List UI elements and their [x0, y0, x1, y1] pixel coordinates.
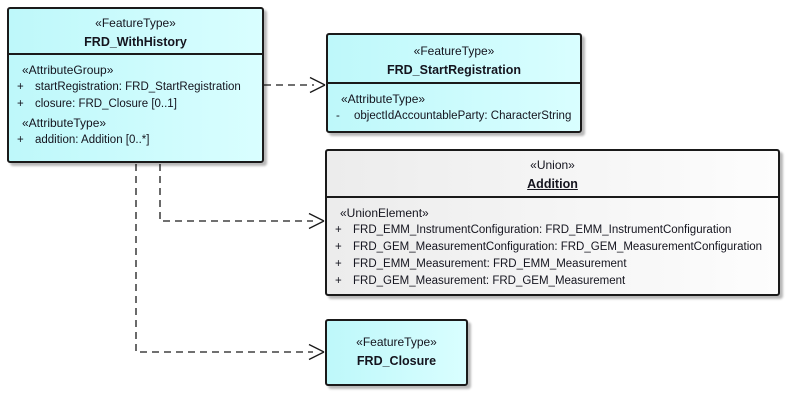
class-box-frd-closure: «FeatureType» FRD_Closure — [325, 319, 468, 386]
visibility-marker: + — [335, 258, 342, 270]
attribute-row: + FRD_GEM_MeasurementConfiguration: FRD_… — [327, 239, 778, 256]
attributes-compartment: «AttributeType» - objectIdAccountablePar… — [328, 84, 580, 125]
attribute-text: FRD_GEM_Measurement: FRD_GEM_Measurement — [353, 275, 626, 287]
class-box-addition: «Union» Addition «UnionElement» + FRD_EM… — [325, 149, 780, 296]
attribute-text: FRD_EMM_InstrumentConfiguration: FRD_EMM… — [353, 224, 732, 236]
class-stereotype: «Union» — [530, 158, 575, 172]
attribute-row: + FRD_GEM_Measurement: FRD_GEM_Measureme… — [327, 273, 778, 290]
attribute-text: FRD_EMM_Measurement: FRD_EMM_Measurement — [353, 258, 627, 270]
attribute-row: + addition: Addition [0..*] — [9, 132, 262, 149]
dependency-arrow-addition — [159, 164, 325, 230]
attribute-text: closure: FRD_Closure [0..1] — [35, 98, 177, 110]
attribute-row: + FRD_EMM_InstrumentConfiguration: FRD_E… — [327, 222, 778, 239]
class-name: FRD_WithHistory — [84, 35, 187, 49]
visibility-marker: + — [17, 98, 24, 110]
attributes-compartment: «AttributeGroup» + startRegistration: FR… — [9, 55, 262, 149]
class-name: FRD_StartRegistration — [386, 63, 522, 77]
visibility-marker: + — [17, 134, 24, 146]
attribute-row: + startRegistration: FRD_StartRegistrati… — [9, 79, 262, 96]
attribute-text: addition: Addition [0..*] — [35, 134, 150, 146]
attributes-compartment: «UnionElement» + FRD_EMM_InstrumentConfi… — [327, 198, 778, 290]
attribute-text: startRegistration: FRD_StartRegistration — [35, 81, 241, 93]
dependency-arrow-startregistration — [264, 76, 326, 94]
visibility-marker: + — [17, 81, 24, 93]
attribute-stereotype: «UnionElement» — [340, 206, 429, 220]
attribute-row: - objectIdAccountableParty: CharacterStr… — [328, 108, 580, 125]
class-header: «FeatureType» FRD_Closure — [327, 321, 466, 384]
class-header: «FeatureType» FRD_StartRegistration — [328, 35, 580, 84]
attribute-stereotype: «AttributeType» — [341, 92, 426, 106]
attribute-text: objectIdAccountableParty: CharacterStrin… — [354, 110, 572, 122]
attribute-row: + closure: FRD_Closure [0..1] — [9, 96, 262, 113]
class-stereotype: «FeatureType» — [95, 16, 176, 30]
visibility-marker: + — [335, 241, 342, 253]
dependency-arrow-closure — [135, 164, 325, 361]
class-name: FRD_Closure — [356, 354, 437, 368]
visibility-marker: + — [335, 275, 342, 287]
class-name: Addition — [527, 177, 578, 191]
attribute-stereotype: «AttributeType» — [22, 116, 107, 130]
class-header: «Union» Addition — [327, 151, 778, 198]
attribute-text: FRD_GEM_MeasurementConfiguration: FRD_GE… — [353, 241, 763, 253]
attribute-stereotype: «AttributeGroup» — [22, 63, 114, 77]
visibility-marker: - — [336, 110, 340, 122]
class-box-frd-startregistration: «FeatureType» FRD_StartRegistration «Att… — [326, 33, 582, 133]
class-stereotype: «FeatureType» — [356, 335, 437, 349]
class-stereotype: «FeatureType» — [413, 44, 495, 58]
class-box-frd-withhistory: «FeatureType» FRD_WithHistory «Attribute… — [7, 7, 264, 163]
visibility-marker: + — [335, 224, 342, 236]
class-header: «FeatureType» FRD_WithHistory — [9, 9, 262, 55]
attribute-row: + FRD_EMM_Measurement: FRD_EMM_Measureme… — [327, 256, 778, 273]
